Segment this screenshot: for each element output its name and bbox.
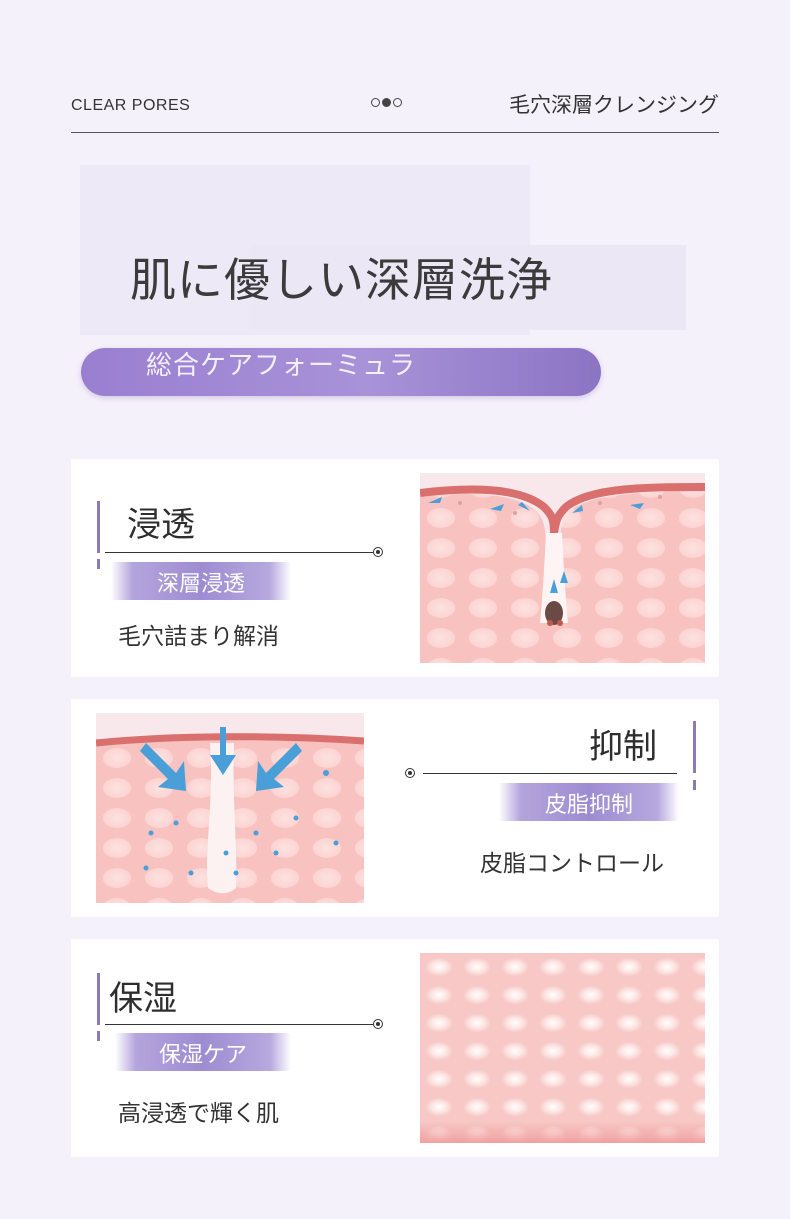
feature-card-moisture: 保湿 保湿ケア 高浸透で輝く肌	[71, 939, 719, 1157]
feature-title: 浸透	[127, 505, 195, 545]
sebum-control-illustration	[96, 713, 364, 903]
feature-title: 保湿	[109, 979, 177, 1019]
formula-pill: 総合ケアフォーミュラ	[81, 348, 601, 396]
target-dot-icon	[405, 768, 415, 778]
brand-name: CLEAR PORES	[71, 97, 191, 114]
header-title-jp: 毛穴深層クレンジング	[509, 93, 719, 117]
accent-bar-small	[97, 559, 100, 569]
divider-line	[105, 1024, 373, 1025]
skin-moisture-illustration	[420, 953, 705, 1143]
feature-card-penetration: 浸透 深層浸透 毛穴詰まり解消	[71, 459, 719, 677]
feature-tag-label: 深層浸透	[156, 572, 245, 597]
divider-line	[423, 773, 677, 774]
feature-tag: 保湿ケア	[115, 1033, 291, 1071]
feature-description: 高浸透で輝く肌	[118, 1101, 279, 1127]
pore-diagram-svg	[420, 473, 705, 626]
page-dot-1[interactable]	[371, 98, 380, 107]
feature-description: 毛穴詰まり解消	[118, 624, 279, 650]
formula-pill-label: 総合ケアフォーミュラ	[145, 351, 416, 381]
target-dot-icon	[373, 547, 383, 557]
page-header: CLEAR PORES 毛穴深層クレンジング	[71, 90, 719, 133]
sebum-diagram-svg	[96, 713, 364, 894]
page-dot-2[interactable]	[382, 98, 391, 107]
feature-card-sebum-control: 抑制 皮脂抑制 皮脂コントロール	[71, 699, 719, 917]
feature-description: 皮脂コントロール	[480, 851, 664, 877]
feature-title: 抑制	[589, 727, 657, 767]
feature-tag: 深層浸透	[111, 562, 291, 600]
feature-tag: 皮脂抑制	[499, 783, 679, 821]
accent-bar-small	[693, 780, 696, 790]
accent-bar-small	[97, 1031, 100, 1041]
accent-bar	[97, 973, 100, 1025]
page-indicator	[371, 98, 402, 107]
hero-backdrop-secondary	[250, 245, 686, 330]
accent-bar	[97, 501, 100, 553]
page-dot-3[interactable]	[393, 98, 402, 107]
target-dot-icon	[373, 1019, 383, 1029]
pore-penetration-illustration	[420, 473, 705, 663]
feature-tag-label: 皮脂抑制	[544, 793, 633, 818]
feature-tag-label: 保湿ケア	[158, 1043, 247, 1068]
skin-cells	[420, 953, 705, 1143]
divider-line	[105, 552, 373, 553]
accent-bar	[693, 721, 696, 773]
hero-title: 肌に優しい深層洗浄	[130, 253, 553, 307]
skin-base-layer	[420, 1121, 705, 1143]
